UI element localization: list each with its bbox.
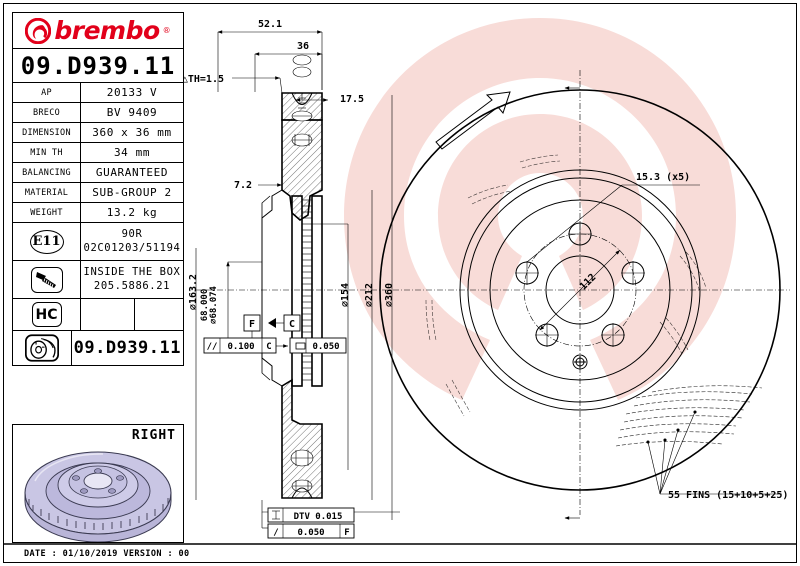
svg-text:C: C (266, 342, 271, 352)
product-photo-panel: RIGHT (12, 424, 184, 543)
footer-date: DATE : 01/10/2019 VERSION : 00 (24, 549, 190, 559)
box-contents-line2: 205.5886.21 (93, 279, 171, 292)
hc-icon-cell: HC (13, 299, 81, 330)
disc-partno-value: 09.D939.11 (72, 331, 183, 365)
datum-c: C (268, 314, 301, 332)
spec-table: brembo® 09.D939.11 AP 20133 V BRECO BV 9… (12, 12, 184, 366)
spec-label-breco: BRECO (13, 103, 81, 122)
svg-text:7.2: 7.2 (234, 180, 252, 191)
spec-value-weight: 13.2 kg (106, 206, 158, 219)
spec-label-balancing: BALANCING (13, 163, 81, 182)
spec-row-ap: AP 20133 V (13, 83, 183, 103)
svg-text:/: / (273, 528, 278, 538)
svg-text:⌀360: ⌀360 (384, 283, 395, 307)
hc-value-right (135, 299, 184, 330)
spec-row-box-contents: INSIDE THE BOX 205.5886.21 (13, 261, 183, 299)
brake-disc-icon-cell (13, 331, 72, 365)
section-hat-shoulder (261, 189, 283, 387)
disc-partno-text: 09.D939.11 (73, 338, 181, 358)
svg-text:0.100: 0.100 (227, 342, 254, 352)
brake-disc-icon (24, 334, 59, 362)
homologation-line2: 02C01203/51194 (83, 241, 181, 254)
registered-mark: ® (162, 26, 171, 35)
svg-text:△TH=1.5: △TH=1.5 (182, 74, 224, 85)
spec-label-dimension: DIMENSION (13, 123, 81, 142)
spec-row-hc: HC (13, 299, 183, 331)
hc-badge-label: HC (31, 302, 62, 327)
spec-value-material: SUB-GROUP 2 (92, 186, 172, 199)
section-profile (281, 54, 323, 499)
dim-dia-163-2: ⌀163.2 (188, 248, 199, 500)
spec-value-ap: 20133 V (106, 86, 158, 99)
svg-text:F: F (249, 319, 255, 330)
part-number-text: 09.D939.11 (20, 51, 176, 80)
product-photo (24, 451, 172, 542)
spec-label-ap: AP (13, 83, 81, 102)
dim-dia-360: ⌀360 (384, 95, 395, 520)
svg-text:⌀163.2: ⌀163.2 (188, 274, 199, 310)
svg-text:68.000: 68.000 (200, 289, 210, 322)
brembo-wordmark: brembo (54, 16, 160, 45)
dim-th-1-5: △TH=1.5 (182, 74, 283, 94)
spec-row-homologation: E11 90R 02C01203/51194 (13, 223, 183, 261)
spec-value-dimension: 360 x 36 mm (92, 126, 172, 139)
homologation-line1: 90R (121, 228, 143, 241)
svg-text:DTV 0.015: DTV 0.015 (294, 512, 343, 522)
disc-face-view: 112 15.3 (x5) (379, 70, 788, 520)
section-hat-bottom (290, 449, 314, 499)
svg-text:112: 112 (578, 272, 599, 293)
svg-text:15.3 (x5): 15.3 (x5) (636, 172, 690, 183)
svg-text:0.050: 0.050 (297, 528, 324, 538)
spec-label-min-th: MIN TH (13, 143, 81, 162)
svg-text:⌀212: ⌀212 (364, 283, 375, 307)
svg-text:⌀68.074: ⌀68.074 (209, 285, 219, 324)
spec-label-weight: WEIGHT (13, 203, 81, 222)
svg-text:C: C (289, 319, 295, 330)
fcf-leader (261, 500, 400, 529)
homologation-value: 90R 02C01203/51194 (81, 223, 183, 260)
e11-badge-label: E11 (29, 229, 64, 254)
svg-text:36: 36 (297, 41, 309, 52)
spec-row-balancing: BALANCING GUARANTEED (13, 163, 183, 183)
box-contents-line1: INSIDE THE BOX (83, 266, 181, 279)
spec-value-min-th: 34 mm (113, 146, 151, 159)
screw-icon (30, 266, 63, 293)
spec-row-disc-partno: 09.D939.11 (13, 331, 183, 365)
side-label: RIGHT (131, 428, 176, 443)
screw-icon-cell (13, 261, 81, 298)
drawing-border (3, 3, 797, 563)
note-bolt-hole-dia: 15.3 (x5) (526, 172, 700, 263)
spec-value-breco: BV 9409 (106, 106, 158, 119)
svg-text:F: F (344, 528, 349, 538)
hc-value-left (81, 299, 135, 330)
spec-row-breco: BRECO BV 9409 (13, 103, 183, 123)
spec-row-weight: WEIGHT 13.2 kg (13, 203, 183, 223)
spec-row-dimension: DIMENSION 360 x 36 mm (13, 123, 183, 143)
spec-row-min-th: MIN TH 34 mm (13, 143, 183, 163)
svg-text:55 FINS (15+10+5+25): 55 FINS (15+10+5+25) (668, 490, 788, 501)
fcf-flatness: 0.050 (289, 337, 347, 354)
brembo-mark-icon (25, 17, 52, 44)
dim-dia-68: ⌀68.074 68.000 (200, 261, 262, 349)
svg-text:52.1: 52.1 (258, 19, 282, 30)
box-contents-value: INSIDE THE BOX 205.5886.21 (81, 261, 183, 298)
svg-text:0.050: 0.050 (312, 342, 339, 352)
brembo-logo: brembo® (13, 13, 183, 49)
e11-badge-icon: E11 (13, 223, 81, 260)
svg-text:17.5: 17.5 (340, 94, 364, 105)
spec-value-balancing: GUARANTEED (95, 166, 169, 179)
svg-text://: // (207, 342, 218, 352)
spec-row-material: MATERIAL SUB-GROUP 2 (13, 183, 183, 203)
fcf-dtv: DTV 0.015 (267, 507, 355, 523)
part-number-header: 09.D939.11 (13, 49, 183, 83)
dim-dia-212: ⌀212 (364, 190, 375, 500)
fins-leader: 55 FINS (15+10+5+25) (646, 410, 788, 501)
fcf-runout: / 0.050 F (267, 523, 355, 539)
svg-text:⌀154: ⌀154 (340, 283, 351, 307)
dim-7-2: 7.2 (234, 180, 282, 191)
dim-36: 36 (254, 41, 323, 92)
fcf-parallelism: // 0.100 C (203, 337, 288, 354)
spec-label-material: MATERIAL (13, 183, 81, 202)
